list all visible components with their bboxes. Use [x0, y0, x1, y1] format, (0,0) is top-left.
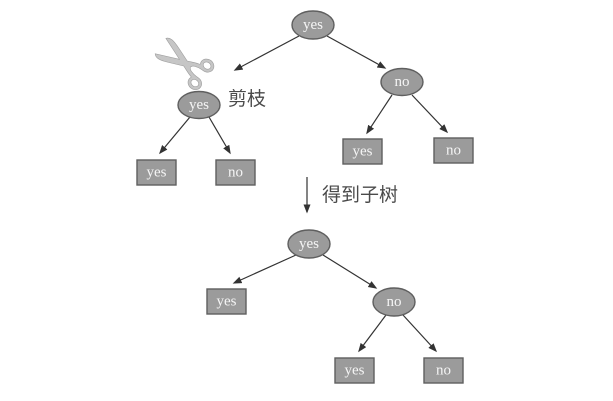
top-right-right-leaf-node: [433, 137, 474, 164]
bottom-left-leaf-label: yes: [217, 294, 237, 310]
edge-top-root-to-right-child: [326, 35, 387, 69]
bottom-right-right-leaf-node: [423, 357, 464, 384]
edge-bottom-right-child-to-right-leaf: [402, 314, 438, 353]
bottom-left-leaf-node: [206, 288, 247, 315]
top-left-left-leaf-node: [136, 159, 177, 186]
bottom-right-left-leaf-node: [334, 357, 375, 384]
top-left-left-leaf-label: yes: [147, 165, 167, 181]
bottom-tree: yes yes no yes no: [206, 229, 464, 384]
top-root-label: yes: [303, 17, 323, 33]
edge-bottom-right-child-to-left-leaf: [358, 314, 387, 353]
transition: 得到子树: [303, 177, 398, 214]
transition-label: 得到子树: [322, 184, 398, 206]
top-tree: yes yes yes no no yes no ✂ 剪枝: [132, 6, 474, 186]
prune-annotation-label: 剪枝: [228, 88, 266, 110]
top-left-right-leaf-label: no: [228, 165, 243, 181]
bottom-root-label: yes: [299, 236, 319, 252]
edge-top-right-child-to-right-leaf: [411, 94, 449, 134]
bottom-right-left-leaf-label: yes: [345, 363, 365, 379]
bottom-right-child-node: [372, 287, 416, 317]
bottom-right-right-leaf-label: no: [436, 363, 451, 379]
bottom-root-node: [287, 229, 331, 259]
edge-top-left-child-to-left-leaf: [159, 116, 191, 155]
top-right-right-leaf-label: no: [446, 143, 461, 159]
top-right-child-node: [380, 67, 424, 97]
edge-bottom-root-to-right-child: [322, 254, 378, 289]
top-left-right-leaf-node: [215, 159, 256, 186]
edge-top-root-to-left-child: [233, 35, 300, 71]
bottom-right-child-label: no: [387, 294, 402, 310]
top-left-child-node: [177, 90, 221, 120]
edge-top-right-child-to-left-leaf: [366, 94, 393, 135]
top-right-left-leaf-label: yes: [353, 144, 373, 160]
scissors-icon: ✂: [132, 6, 235, 115]
top-right-child-label: no: [395, 74, 410, 90]
edge-bottom-root-to-left-leaf: [232, 254, 297, 284]
top-right-left-leaf-node: [342, 138, 383, 165]
top-root-node: [291, 10, 335, 40]
top-left-child-label: yes: [189, 97, 209, 113]
edge-top-left-child-to-right-leaf: [208, 116, 231, 155]
